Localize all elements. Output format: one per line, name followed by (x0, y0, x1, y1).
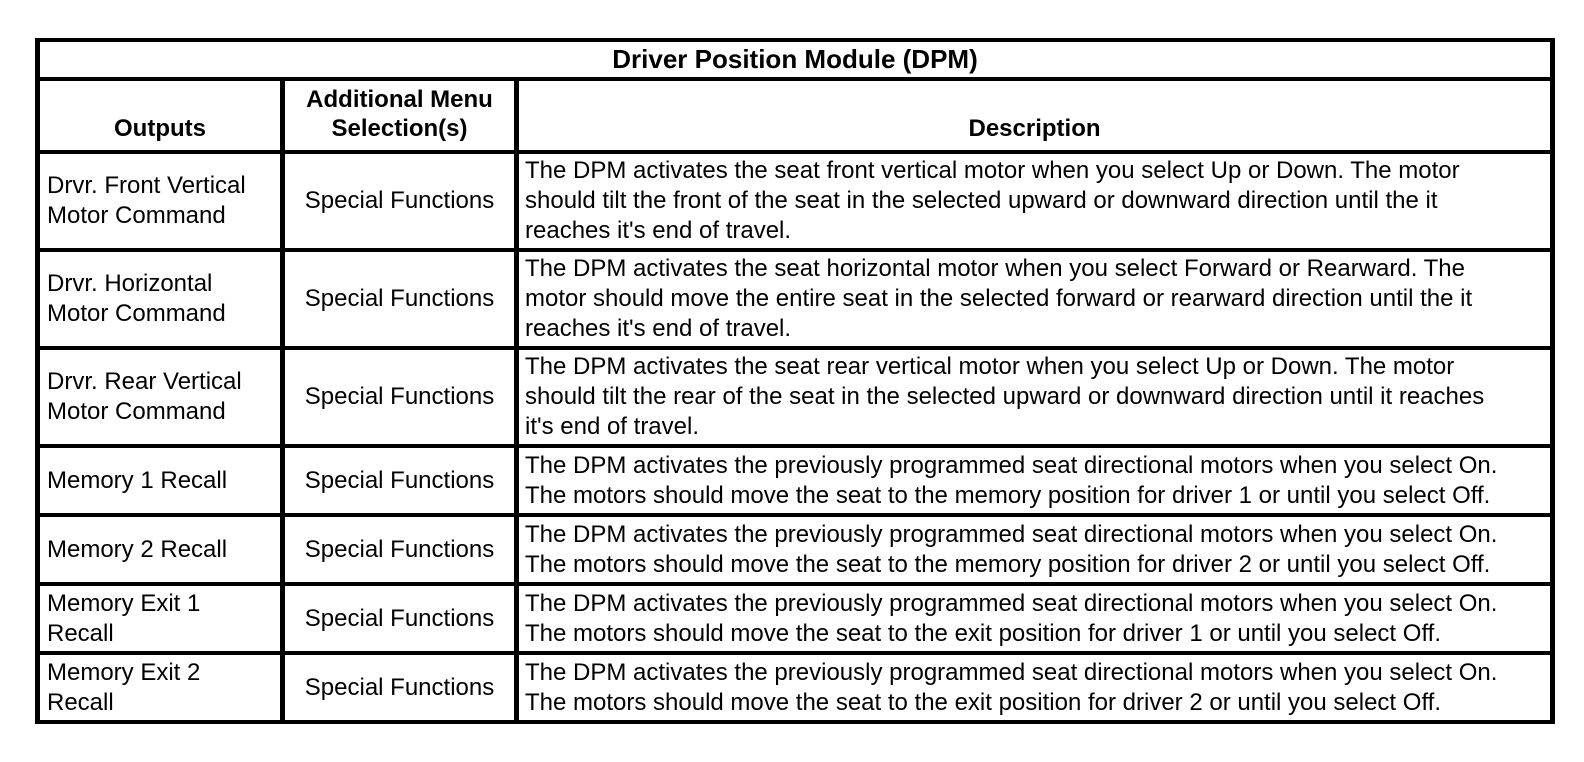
menu-cell: Special Functions (280, 651, 519, 724)
description-cell: The DPM activates the seat front vertica… (514, 150, 1555, 252)
description-cell: The DPM activates the seat rear vertical… (514, 346, 1555, 448)
output-cell: Memory Exit 2 Recall (35, 651, 285, 724)
description-cell: The DPM activates the previously program… (514, 582, 1555, 655)
table-header-row: Outputs Additional Menu Selection(s) Des… (35, 77, 1555, 154)
column-header-description: Description (514, 77, 1555, 154)
table-row: Memory 2 Recall Special Functions The DP… (35, 513, 1555, 586)
table-row: Drvr. Front Vertical Motor Command Speci… (35, 150, 1555, 252)
table-title: Driver Position Module (DPM) (35, 38, 1555, 81)
table-row: Memory 1 Recall Special Functions The DP… (35, 444, 1555, 517)
output-cell: Memory 1 Recall (35, 444, 285, 517)
menu-cell: Special Functions (280, 248, 519, 350)
column-header-additional-menu: Additional Menu Selection(s) (280, 77, 519, 154)
table-row: Drvr. Horizontal Motor Command Special F… (35, 248, 1555, 350)
table-row: Memory Exit 1 Recall Special Functions T… (35, 582, 1555, 655)
table-title-row: Driver Position Module (DPM) (35, 38, 1555, 81)
description-cell: The DPM activates the previously program… (514, 444, 1555, 517)
output-cell: Memory Exit 1 Recall (35, 582, 285, 655)
menu-cell: Special Functions (280, 582, 519, 655)
menu-cell: Special Functions (280, 444, 519, 517)
menu-cell: Special Functions (280, 346, 519, 448)
table-row: Drvr. Rear Vertical Motor Command Specia… (35, 346, 1555, 448)
menu-cell: Special Functions (280, 150, 519, 252)
table-row: Memory Exit 2 Recall Special Functions T… (35, 651, 1555, 724)
dpm-table: Driver Position Module (DPM) Outputs Add… (35, 38, 1555, 724)
output-cell: Drvr. Horizontal Motor Command (35, 248, 285, 350)
description-cell: The DPM activates the previously program… (514, 513, 1555, 586)
output-cell: Drvr. Rear Vertical Motor Command (35, 346, 285, 448)
output-cell: Drvr. Front Vertical Motor Command (35, 150, 285, 252)
menu-cell: Special Functions (280, 513, 519, 586)
description-cell: The DPM activates the seat horizontal mo… (514, 248, 1555, 350)
description-cell: The DPM activates the previously program… (514, 651, 1555, 724)
column-header-outputs: Outputs (35, 77, 285, 154)
output-cell: Memory 2 Recall (35, 513, 285, 586)
